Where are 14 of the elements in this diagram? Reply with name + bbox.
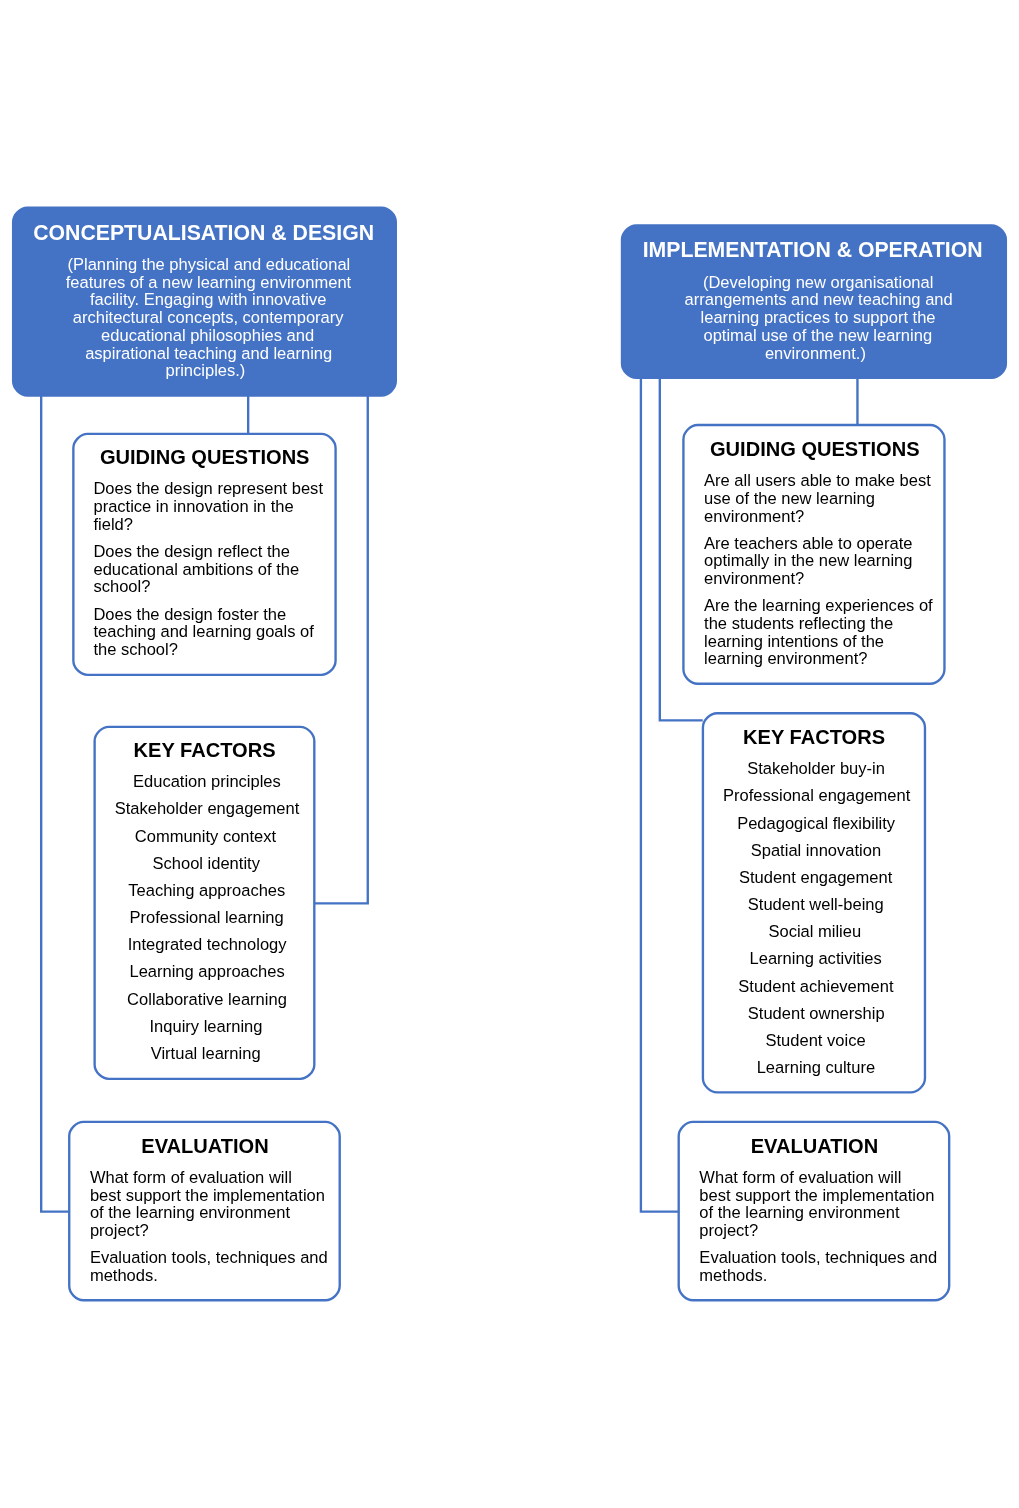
node-box: EVALUATION What form of evaluation will best support the implementation of the learning environment project? Evaluation tools, techniques and methods. <box>677 1120 951 1302</box>
connector <box>658 377 703 722</box>
node-box: KEY FACTORS Education principles Stakeholder engagement Community context School identity Teaching approaches Professional learning Integrated technology Learning approaches Collaborative learning Inquiry learning Virtual learning <box>93 725 316 1080</box>
node-box: EVALUATION What form of evaluation will best support the implementation of the learning environment project? Evaluation tools, techniques and methods. <box>68 1120 341 1302</box>
connector <box>40 395 69 1213</box>
node-box: GUIDING QUESTIONS Are all users able to make best use of the new learning environment? Are teachers able to operate optimally in the new learning environment? Are the learning experiences of the students reflecting the learning intentions of the learning environment? <box>682 423 946 685</box>
connector <box>314 395 369 905</box>
connector <box>856 378 859 425</box>
connector <box>639 378 679 1213</box>
node-box: KEY FACTORS Stakeholder buy-in Professional engagement Pedagogical flexibility Spatial innovation Student engagement Student well-being Social milieu Learning activities Student achievement Student ownership Student voice Learning culture <box>701 712 927 1094</box>
node-box: GUIDING QUESTIONS Does the design represent best practice in innovation in the field? Does the design reflect the educational ambitions of the school? Does the design foster the teaching and learning goals of the school? <box>72 432 337 677</box>
node-box: IMPLEMENTATION & OPERATION (Developing new organisational arrangements and new teaching and learning practices to support the optimal use of the new learning environment.) <box>620 224 1008 379</box>
node-box: CONCEPTUALISATION & DESIGN (Planning the physical and educational features of a new learning environment facility. Engaging with innovative architectural concepts, contemporary educational philosophies and aspirational teaching and learning principles.) <box>11 206 397 397</box>
connector <box>247 395 250 434</box>
